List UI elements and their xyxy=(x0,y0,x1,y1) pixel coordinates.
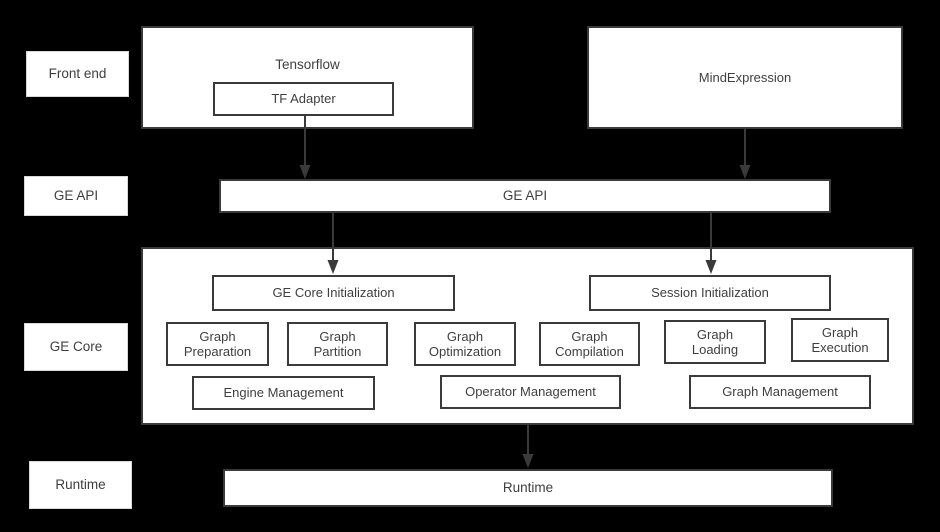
graph-compilation-box[interactable]: Graph Compilation xyxy=(539,322,640,366)
connector-tf-adapter-to-ge-api xyxy=(290,115,320,183)
lane-label-ge-api: GE API xyxy=(24,176,128,216)
ge-api-bar[interactable]: GE API xyxy=(219,179,831,213)
tensorflow-label: Tensorflow xyxy=(275,57,340,72)
operator-management-box[interactable]: Operator Management xyxy=(440,375,621,409)
lane-label-front-end: Front end xyxy=(26,51,129,97)
graph-execution-box[interactable]: Graph Execution xyxy=(791,318,889,362)
connector-ge-core-to-runtime xyxy=(513,424,543,472)
graph-management-box[interactable]: Graph Management xyxy=(689,375,871,409)
connector-ge-api-to-ge-core-initialization xyxy=(318,212,348,278)
graph-preparation-box[interactable]: Graph Preparation xyxy=(166,322,269,366)
engine-management-box[interactable]: Engine Management xyxy=(192,376,375,410)
connector-mindexpression-to-ge-api xyxy=(730,128,760,183)
ge-core-initialization-box[interactable]: GE Core Initialization xyxy=(212,275,455,311)
graph-loading-box[interactable]: Graph Loading xyxy=(664,320,766,364)
lane-label-ge-core: GE Core xyxy=(24,323,128,371)
mindexpression-box[interactable]: MindExpression xyxy=(587,26,903,129)
session-initialization-box[interactable]: Session Initialization xyxy=(589,275,831,311)
tf-adapter-box[interactable]: TF Adapter xyxy=(213,82,394,116)
runtime-bar[interactable]: Runtime xyxy=(223,469,833,507)
graph-optimization-box[interactable]: Graph Optimization xyxy=(414,322,516,366)
graph-partition-box[interactable]: Graph Partition xyxy=(287,322,388,366)
connector-ge-api-to-session-initialization xyxy=(696,212,726,278)
lane-label-runtime: Runtime xyxy=(29,461,132,509)
